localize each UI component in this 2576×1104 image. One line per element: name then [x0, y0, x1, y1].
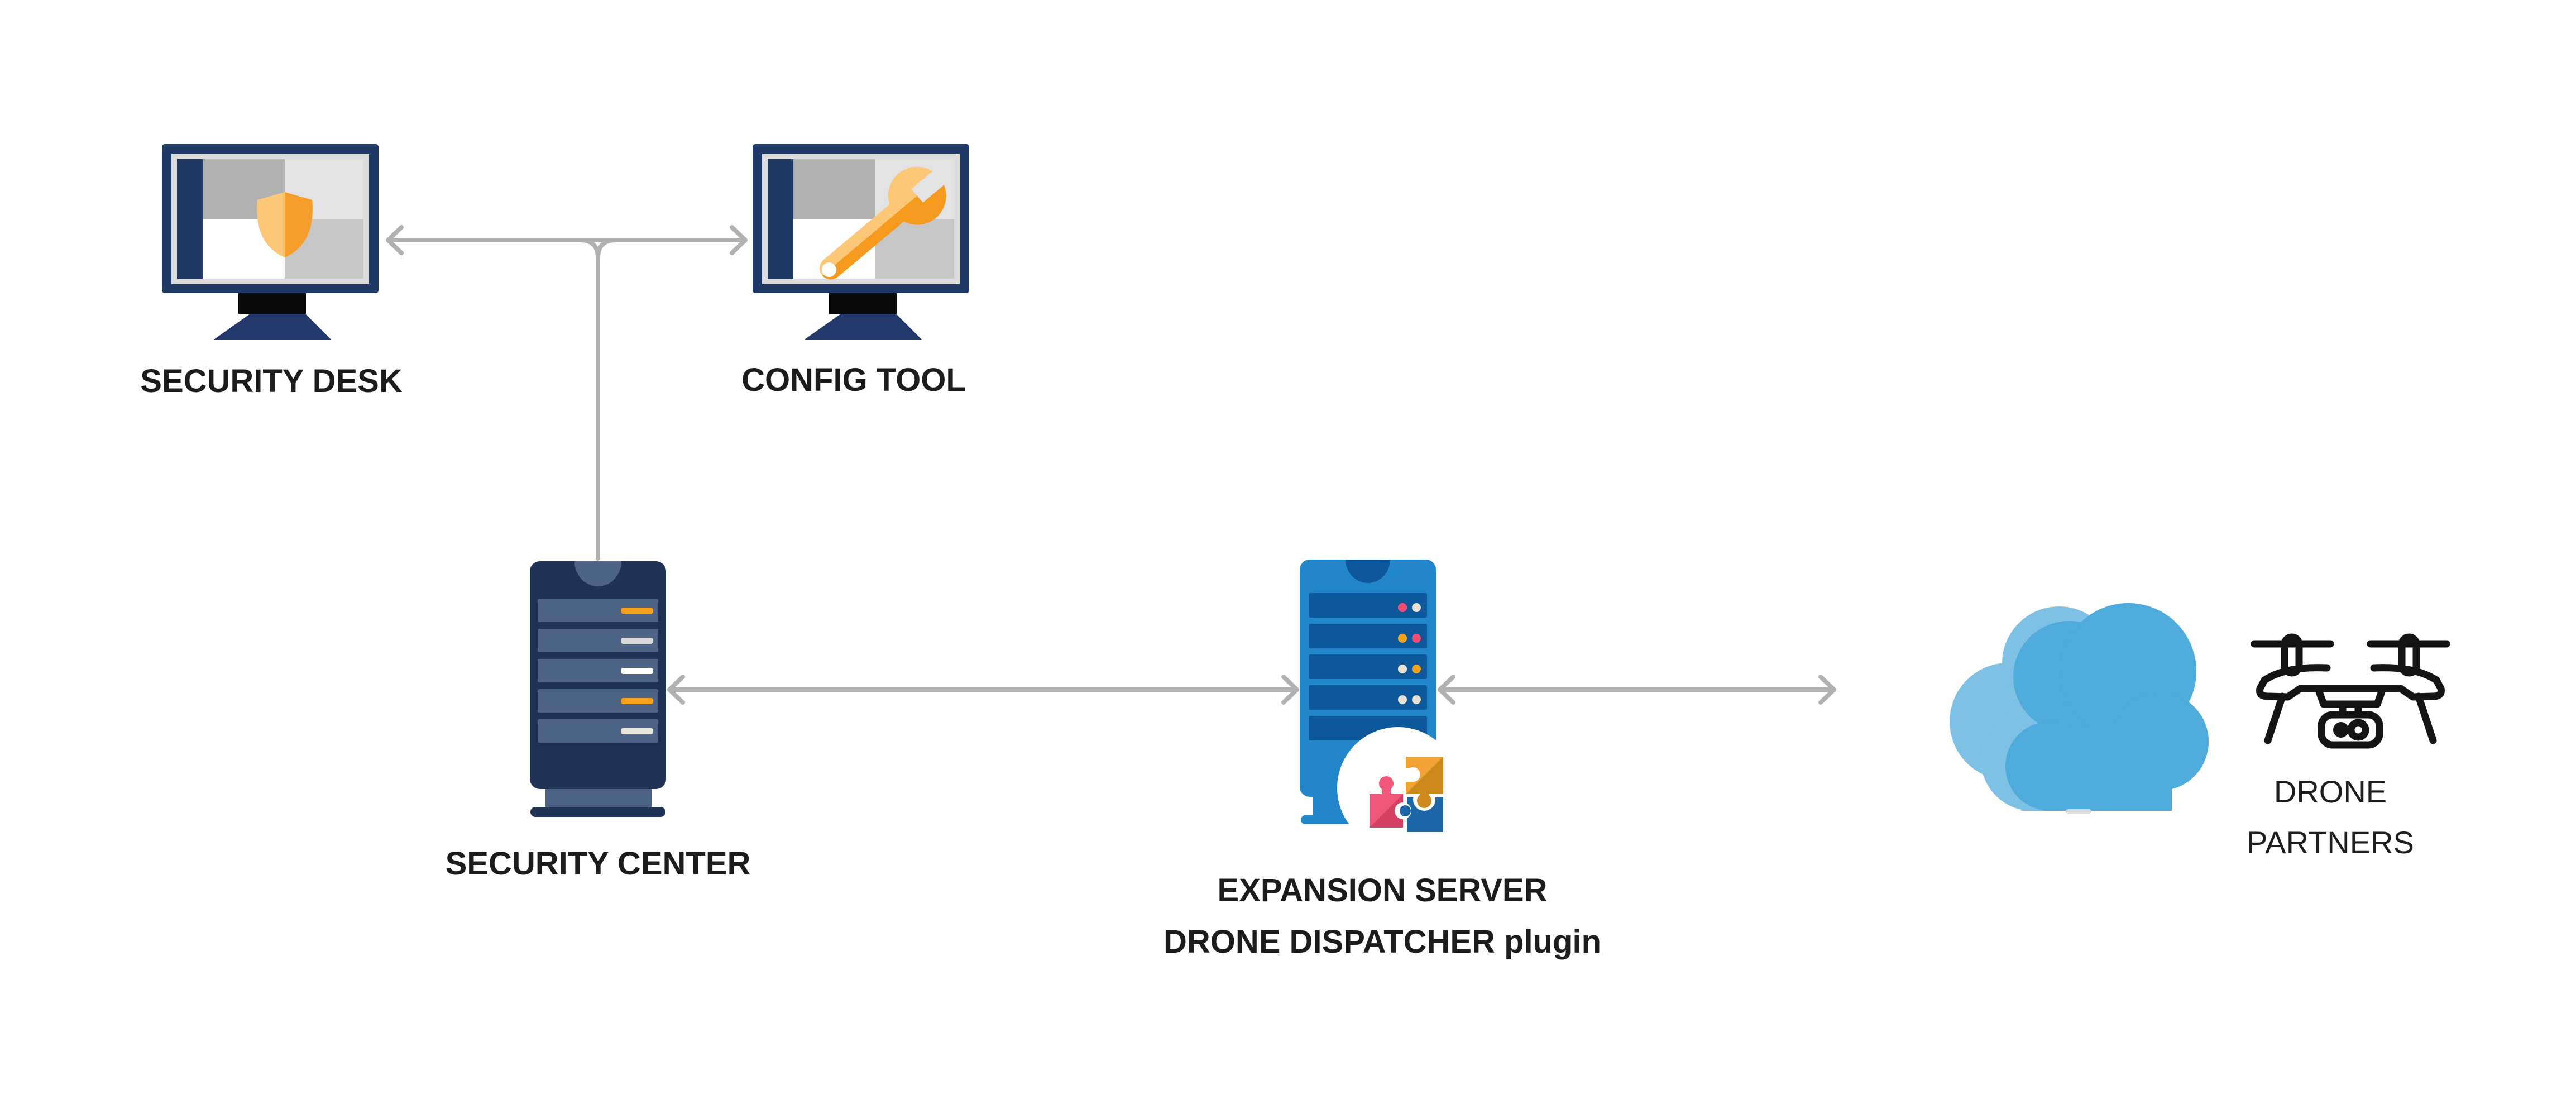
monitor-shield-icon [162, 144, 379, 340]
shield-icon [257, 192, 313, 257]
connector-center-expansion [667, 675, 1299, 705]
connector-security-center-branch [579, 238, 617, 561]
expansion-server-node: EXPANSION SERVER DRONE DISPATCHER plugin [1163, 560, 1601, 960]
server-tower-plugin-icon [1300, 560, 1459, 849]
wrench-icon [762, 102, 1014, 338]
server-slats [1309, 593, 1427, 740]
security-desk-label: SECURITY DESK [140, 363, 403, 399]
server-slats [538, 599, 658, 743]
security-center-label: SECURITY CENTER [446, 845, 751, 882]
expansion-server-sublabel: DRONE DISPATCHER plugin [1163, 924, 1601, 960]
expansion-server-label: EXPANSION SERVER [1218, 872, 1548, 909]
cloud-icon [1950, 603, 2209, 814]
connector-expansion-cloud [1438, 675, 1836, 705]
connector-desk-configtool [386, 225, 748, 561]
monitor-wrench-icon [753, 102, 1014, 340]
drone-partners-label-line1: DRONE [2274, 774, 2387, 809]
server-tower-icon [530, 561, 666, 817]
drone-icon [2251, 633, 2450, 749]
config-tool-node: CONFIG TOOL [741, 102, 1014, 398]
drone-partners-label-line2: PARTNERS [2247, 825, 2414, 860]
security-center-node: SECURITY CENTER [446, 561, 751, 882]
config-tool-label: CONFIG TOOL [741, 362, 966, 398]
security-desk-node: SECURITY DESK [140, 144, 403, 399]
drone-partners-node: DRONE PARTNERS [2247, 633, 2450, 860]
plugin-puzzle-icon [1370, 757, 1443, 832]
